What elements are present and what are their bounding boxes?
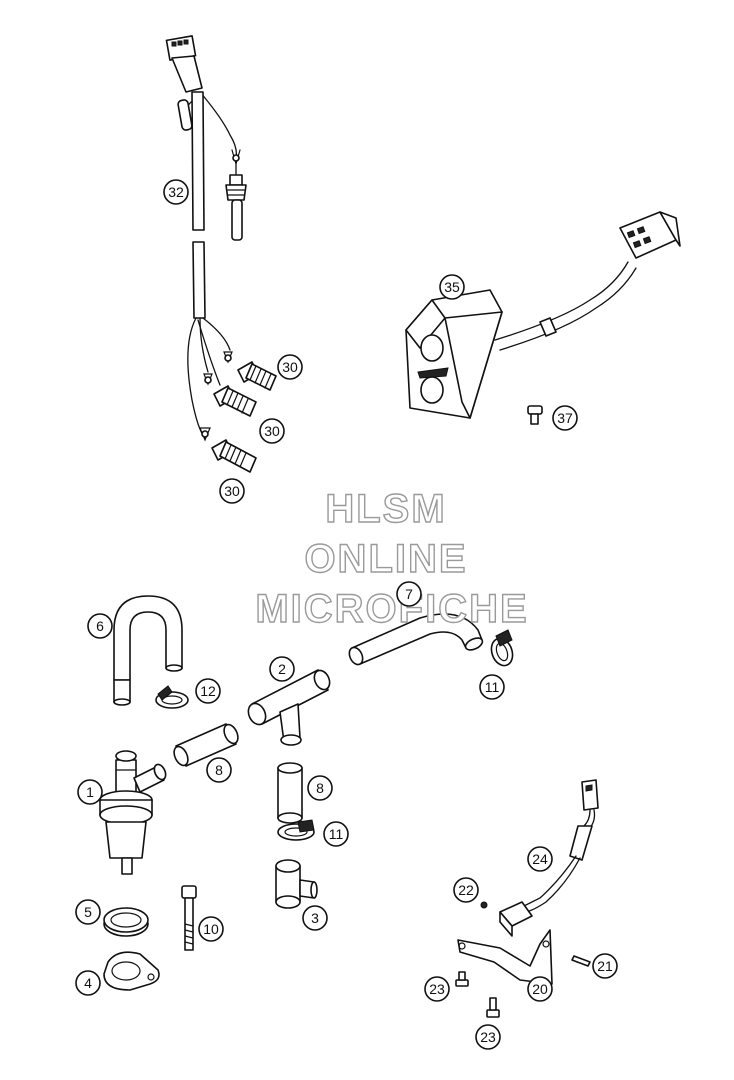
pressure-switch-lower: [211, 439, 257, 473]
callout-label: 30: [264, 423, 280, 439]
callout-11: 11: [479, 674, 505, 700]
control-module: [405, 211, 681, 419]
callout-label: 2: [278, 661, 286, 677]
callout-2: 2: [269, 656, 295, 682]
hose-clamp-12: [155, 685, 189, 709]
gasket-plate: [103, 951, 160, 991]
callout-7: 7: [396, 581, 422, 607]
callout-5: 5: [75, 899, 101, 925]
callout-8: 8: [206, 757, 232, 783]
screw-21: [571, 955, 591, 967]
hose-clamp-11-lower: [277, 819, 315, 841]
small-nut-22: [480, 901, 488, 909]
callout-label: 8: [215, 762, 223, 778]
callout-30: 30: [277, 354, 303, 380]
pressure-switch-upper: [237, 361, 277, 391]
callout-23: 23: [475, 1024, 501, 1050]
wiring-harness: [165, 35, 247, 442]
o-ring: [103, 907, 149, 937]
bolt: [181, 885, 197, 951]
callout-label: 35: [444, 279, 460, 295]
mounting-screw-37: [527, 405, 543, 425]
callout-37: 37: [552, 405, 578, 431]
callout-24: 24: [527, 846, 553, 872]
callout-label: 20: [532, 981, 548, 997]
callout-label: 7: [405, 586, 413, 602]
callout-label: 8: [316, 780, 324, 796]
watermark-line-3: MICROFICHE: [255, 587, 528, 631]
callout-35: 35: [439, 274, 465, 300]
callout-label: 32: [168, 184, 184, 200]
watermark: HLSM ONLINE MICROFICHE: [255, 486, 528, 631]
callout-23: 23: [424, 976, 450, 1002]
hose-clamp-11-upper: [490, 629, 514, 667]
callout-label: 12: [200, 683, 216, 699]
callout-label: 6: [96, 618, 104, 634]
callout-label: 11: [329, 826, 344, 842]
callout-label: 1: [86, 784, 94, 800]
callout-label: 21: [597, 958, 613, 974]
callout-4: 4: [75, 970, 101, 996]
callout-30: 30: [259, 418, 285, 444]
hose-u-bend: [113, 595, 183, 706]
callout-label: 3: [311, 910, 319, 926]
mounting-bracket: [457, 929, 553, 985]
callout-label: 4: [84, 975, 92, 991]
callout-11: 11: [323, 821, 349, 847]
hose-short-vertical: [277, 762, 303, 824]
watermark-line-1: HLSM: [325, 487, 446, 531]
screw-23-upper: [455, 971, 469, 987]
callout-label: 10: [203, 921, 219, 937]
callout-label: 5: [84, 904, 92, 920]
callout-12: 12: [195, 678, 221, 704]
callout-label: 23: [429, 981, 445, 997]
callout-30: 30: [219, 478, 245, 504]
callout-label: 37: [557, 410, 573, 426]
callout-label: 22: [458, 882, 474, 898]
callout-6: 6: [87, 613, 113, 639]
valve-body: [99, 750, 167, 875]
callout-10: 10: [198, 916, 224, 942]
screw-23-lower: [486, 997, 500, 1018]
pressure-switch-middle: [213, 385, 257, 417]
callout-1: 1: [77, 779, 103, 805]
callout-32: 32: [163, 179, 189, 205]
sensor-with-lead: [499, 779, 599, 937]
watermark-line-2: ONLINE: [304, 537, 467, 581]
t-fitting: [247, 669, 331, 746]
elbow-fitting: [275, 859, 318, 909]
callout-21: 21: [592, 953, 618, 979]
callout-label: 30: [282, 359, 298, 375]
callout-label: 30: [224, 483, 240, 499]
callout-20: 20: [527, 976, 553, 1002]
callout-3: 3: [302, 905, 328, 931]
callout-8: 8: [307, 775, 333, 801]
hose-elbow: [348, 613, 484, 666]
callout-label: 23: [480, 1029, 496, 1045]
callout-label: 24: [532, 851, 548, 867]
hose-short-angled: [173, 723, 239, 767]
callout-22: 22: [453, 877, 479, 903]
callout-label: 11: [485, 679, 500, 695]
